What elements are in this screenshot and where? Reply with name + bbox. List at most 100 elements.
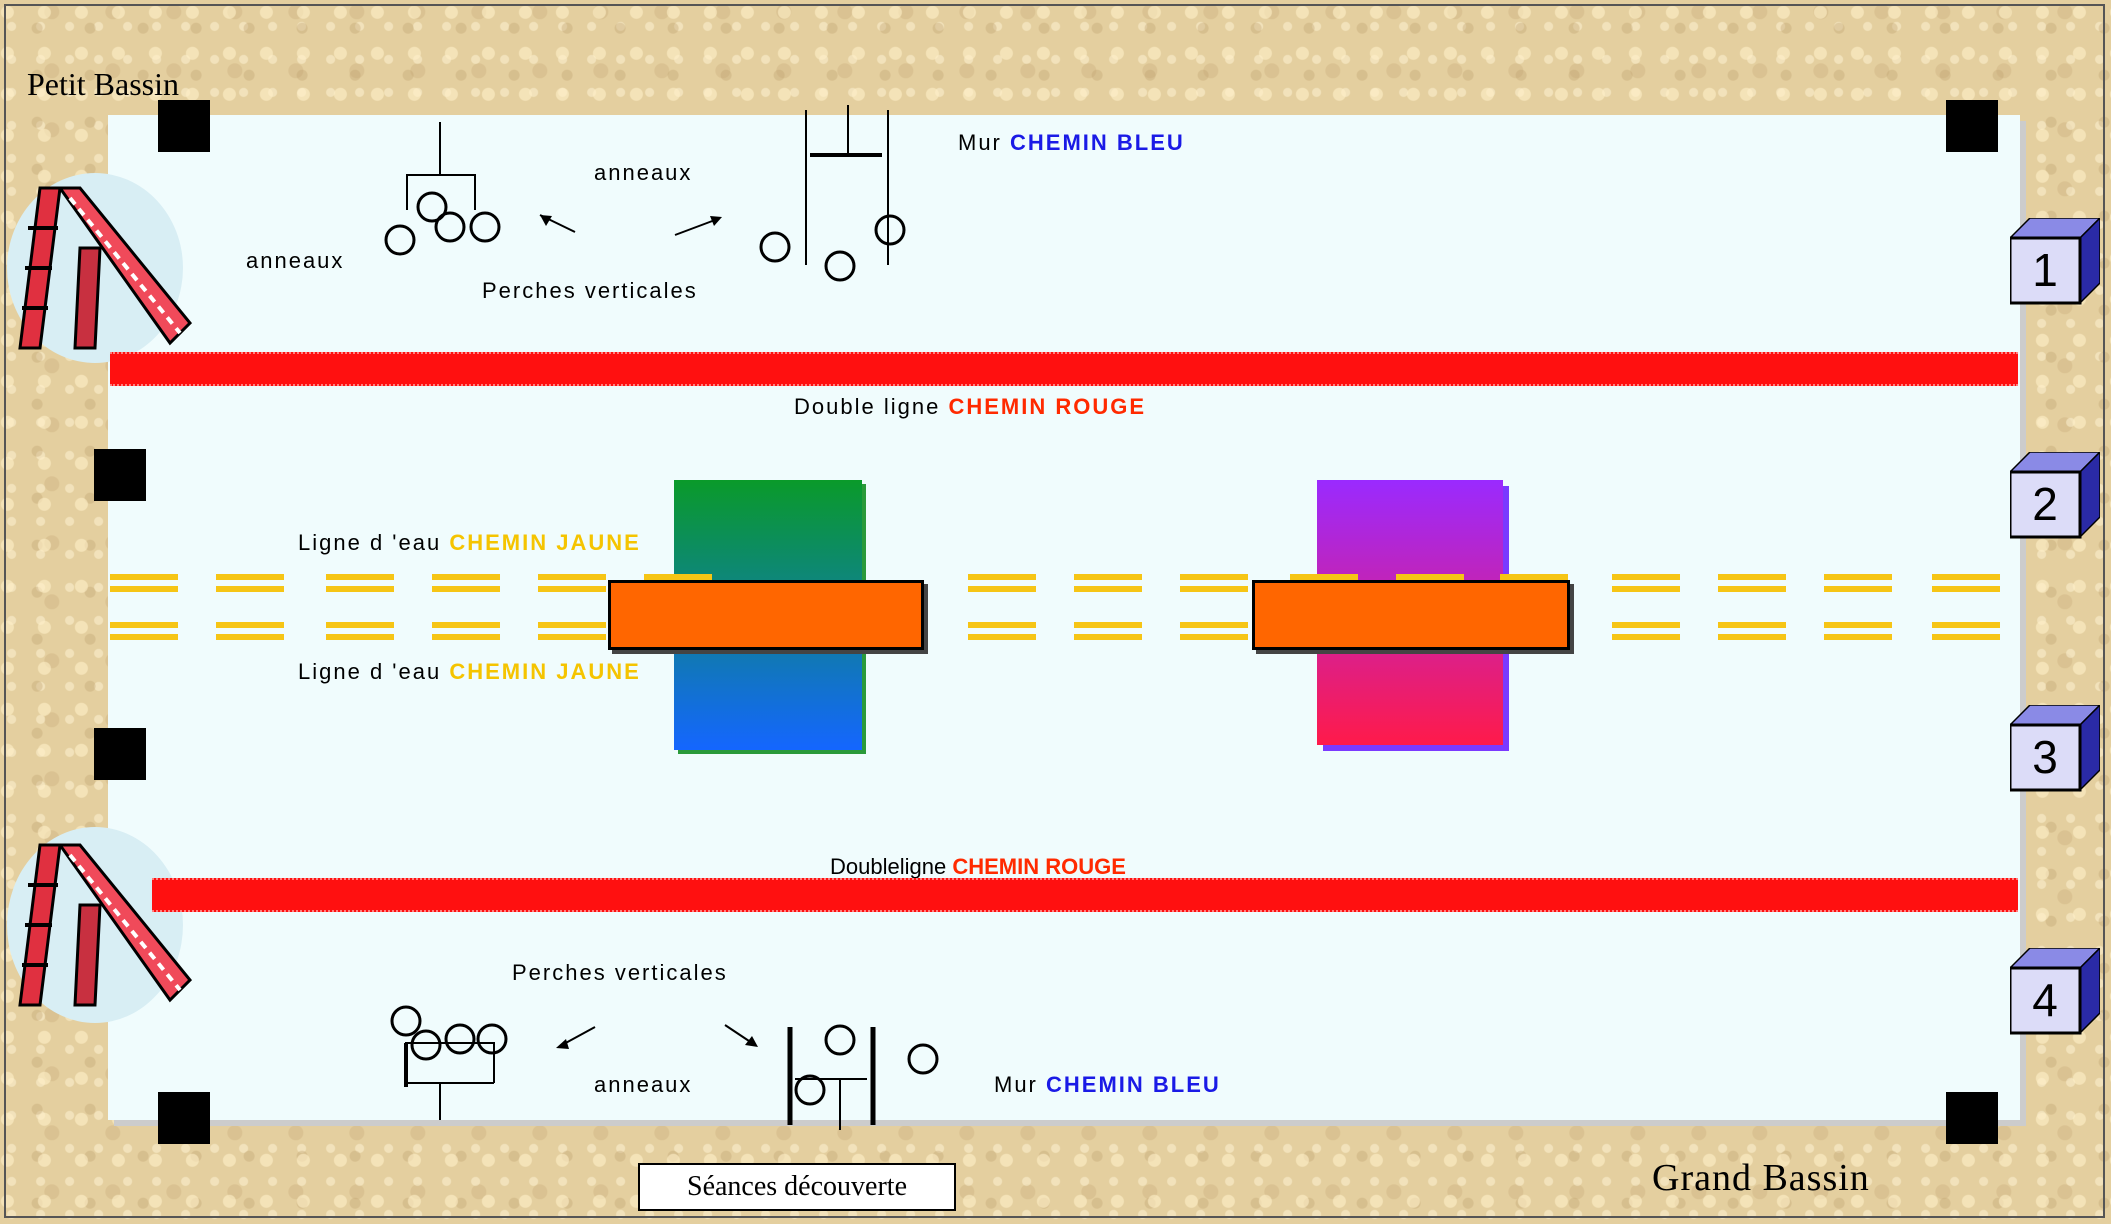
yellow-dash <box>1932 574 2000 580</box>
yellow-dash <box>1612 622 1680 628</box>
corner-marker-bottom-right <box>1946 1092 1998 1144</box>
poles-label-bottom: Perches verticales <box>512 960 728 985</box>
yellow-dash <box>1074 574 1142 580</box>
red-path-line-top <box>110 352 2018 386</box>
yellow-path-label: CHEMIN JAUNE <box>449 659 641 684</box>
rings-label-left: anneaux <box>246 248 345 273</box>
yellow-dash <box>1932 634 2000 640</box>
yellow-dash <box>432 574 500 580</box>
yellow-dash <box>110 574 178 580</box>
yellow-dash <box>432 622 500 628</box>
yellow-dash <box>1824 622 1892 628</box>
yellow-dash <box>1824 574 1892 580</box>
lane-number: 1 <box>2032 244 2058 296</box>
yellow-dash <box>1180 574 1248 580</box>
yellow-dash <box>1396 574 1464 580</box>
yellow-dash <box>538 622 606 628</box>
lane-number: 2 <box>2032 478 2058 530</box>
yellow-dash <box>968 622 1036 628</box>
yellow-dash <box>216 622 284 628</box>
lane-number: 4 <box>2032 974 2058 1026</box>
yellow-dash <box>1074 634 1142 640</box>
corner-marker-top-right <box>1946 100 1998 152</box>
yellow-dash <box>110 586 178 592</box>
bottom-equipment <box>390 1005 939 1130</box>
yellow-dash <box>1074 622 1142 628</box>
orange-obstacle-right <box>1252 580 1570 650</box>
lane-number: 3 <box>2032 731 2058 783</box>
yellow-dash <box>216 634 284 640</box>
wall-prefix: Mur <box>994 1072 1038 1097</box>
cube-icon: 1 <box>2010 218 2100 305</box>
yellow-dash <box>110 634 178 640</box>
yellow-dash <box>326 634 394 640</box>
yellow-dash <box>538 634 606 640</box>
yellow-dash <box>644 574 712 580</box>
cube-icon: 4 <box>2010 948 2100 1035</box>
red-path-label: CHEMIN ROUGE <box>948 394 1146 419</box>
yellow-dash <box>216 574 284 580</box>
pool-area <box>108 115 2020 1120</box>
red-line-prefix: Doubleligne <box>830 854 947 879</box>
yellow-dash <box>1718 574 1786 580</box>
red-line-prefix: Double ligne <box>794 394 941 419</box>
side-marker-lower <box>94 728 146 780</box>
slide-icon <box>7 173 193 363</box>
poles-label-top: Perches verticales <box>482 278 698 303</box>
side-marker-upper <box>94 449 146 501</box>
yellow-dash <box>1718 586 1786 592</box>
yellow-dash <box>1500 574 1568 580</box>
caption-text: Séances découverte <box>687 1171 907 1202</box>
ring-icon <box>384 191 501 256</box>
cube-icon: 2 <box>2010 452 2100 539</box>
yellow-dash <box>1824 634 1892 640</box>
grand-bassin-label: Grand Bassin <box>1652 1157 1870 1199</box>
slide-icon <box>7 827 193 1023</box>
rings-label-bottom: anneaux <box>594 1072 693 1097</box>
yellow-dash <box>968 574 1036 580</box>
yellow-dash <box>1612 586 1680 592</box>
yellow-dash <box>538 586 606 592</box>
yellow-dash <box>1612 574 1680 580</box>
wall-label-top: Mur CHEMIN BLEU <box>958 130 1185 156</box>
yellow-dash <box>326 586 394 592</box>
yellow-dash <box>1180 622 1248 628</box>
blue-path-label: CHEMIN BLEU <box>1010 130 1185 155</box>
top-equipment <box>384 105 906 282</box>
yellow-dash <box>1290 574 1358 580</box>
red-path-label: CHEMIN ROUGE <box>952 854 1126 879</box>
orange-obstacle-left <box>608 580 924 650</box>
yellow-line-label-bottom: Ligne d 'eau CHEMIN JAUNE <box>298 659 641 685</box>
yellow-line-prefix: Ligne d 'eau <box>298 659 442 684</box>
cube-icon: 3 <box>2010 705 2100 792</box>
yellow-dash <box>326 574 394 580</box>
yellow-dash <box>1612 634 1680 640</box>
yellow-dash <box>1824 586 1892 592</box>
red-line-label-bottom: Doubleligne CHEMIN ROUGE <box>830 854 1126 880</box>
corner-marker-bottom-left <box>158 1092 210 1144</box>
yellow-dash <box>110 622 178 628</box>
rings-label-right: anneaux <box>594 160 693 185</box>
blue-path-label: CHEMIN BLEU <box>1046 1072 1221 1097</box>
petit-bassin-label: Petit Bassin <box>27 66 180 102</box>
yellow-dash <box>1718 634 1786 640</box>
caption-box: Séances découverte <box>638 1163 956 1211</box>
corner-marker-top-left <box>158 100 210 152</box>
yellow-dash <box>1180 586 1248 592</box>
yellow-dash <box>1932 586 2000 592</box>
yellow-dash <box>216 586 284 592</box>
yellow-dash <box>432 586 500 592</box>
outer-frame <box>4 4 2105 1218</box>
red-path-line-bottom <box>152 878 2018 912</box>
yellow-dash <box>968 634 1036 640</box>
yellow-dash <box>326 622 394 628</box>
yellow-dash <box>1180 634 1248 640</box>
yellow-dash <box>1718 622 1786 628</box>
yellow-dash <box>432 634 500 640</box>
red-line-label-top: Double ligne CHEMIN ROUGE <box>794 394 1146 420</box>
wall-label-bottom: Mur CHEMIN BLEU <box>994 1072 1221 1098</box>
yellow-dash <box>538 574 606 580</box>
yellow-line-label-top: Ligne d 'eau CHEMIN JAUNE <box>298 530 641 556</box>
yellow-dash <box>1074 586 1142 592</box>
wall-prefix: Mur <box>958 130 1002 155</box>
